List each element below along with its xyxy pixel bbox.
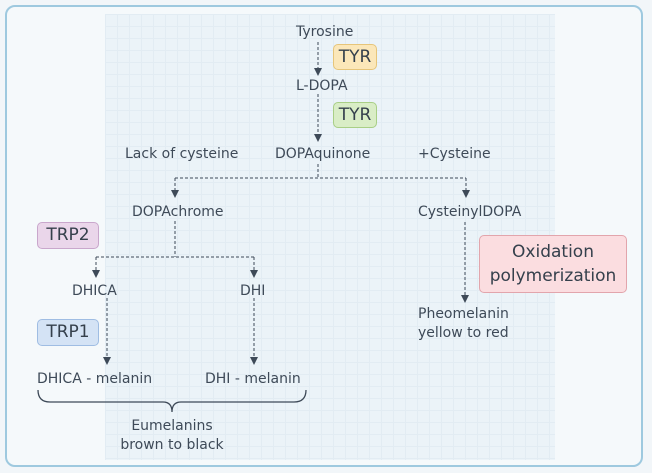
node-ldopa: L-DOPA [296, 78, 348, 94]
enzyme-oxidation-polymerization: Oxidation polymerization [479, 235, 627, 293]
eumelanins-line2: brown to black [120, 437, 224, 453]
oxidation-line1: Oxidation [512, 242, 594, 262]
node-dhi: DHI [240, 283, 266, 299]
pheomelanin-line1: Pheomelanin [418, 306, 509, 322]
eumelanins-brace [37, 389, 307, 413]
enzyme-trp2: TRP2 [37, 222, 99, 249]
node-dopachrome: DOPAchrome [132, 204, 224, 220]
node-pheomelanin: Pheomelanin yellow to red [418, 306, 509, 342]
node-tyrosine: Tyrosine [296, 24, 354, 40]
node-dhica: DHICA [72, 283, 117, 299]
oxidation-line2: polymerization [489, 266, 617, 286]
label-lack-of-cysteine: Lack of cysteine [125, 146, 239, 162]
enzyme-tyr-1: TYR [333, 44, 377, 70]
label-eumelanins: Eumelanins brown to black [112, 418, 232, 454]
label-plus-cysteine: +Cysteine [418, 146, 491, 162]
node-cysteinyldopa: CysteinylDOPA [418, 204, 522, 220]
node-dhi-melanin: DHI - melanin [205, 371, 301, 387]
eumelanins-line1: Eumelanins [131, 418, 213, 434]
pheomelanin-line2: yellow to red [418, 325, 509, 341]
node-dopaquinone: DOPAquinone [275, 146, 371, 162]
enzyme-tyr-2: TYR [333, 102, 377, 128]
enzyme-trp1: TRP1 [37, 319, 99, 346]
node-dhica-melanin: DHICA - melanin [37, 371, 153, 387]
